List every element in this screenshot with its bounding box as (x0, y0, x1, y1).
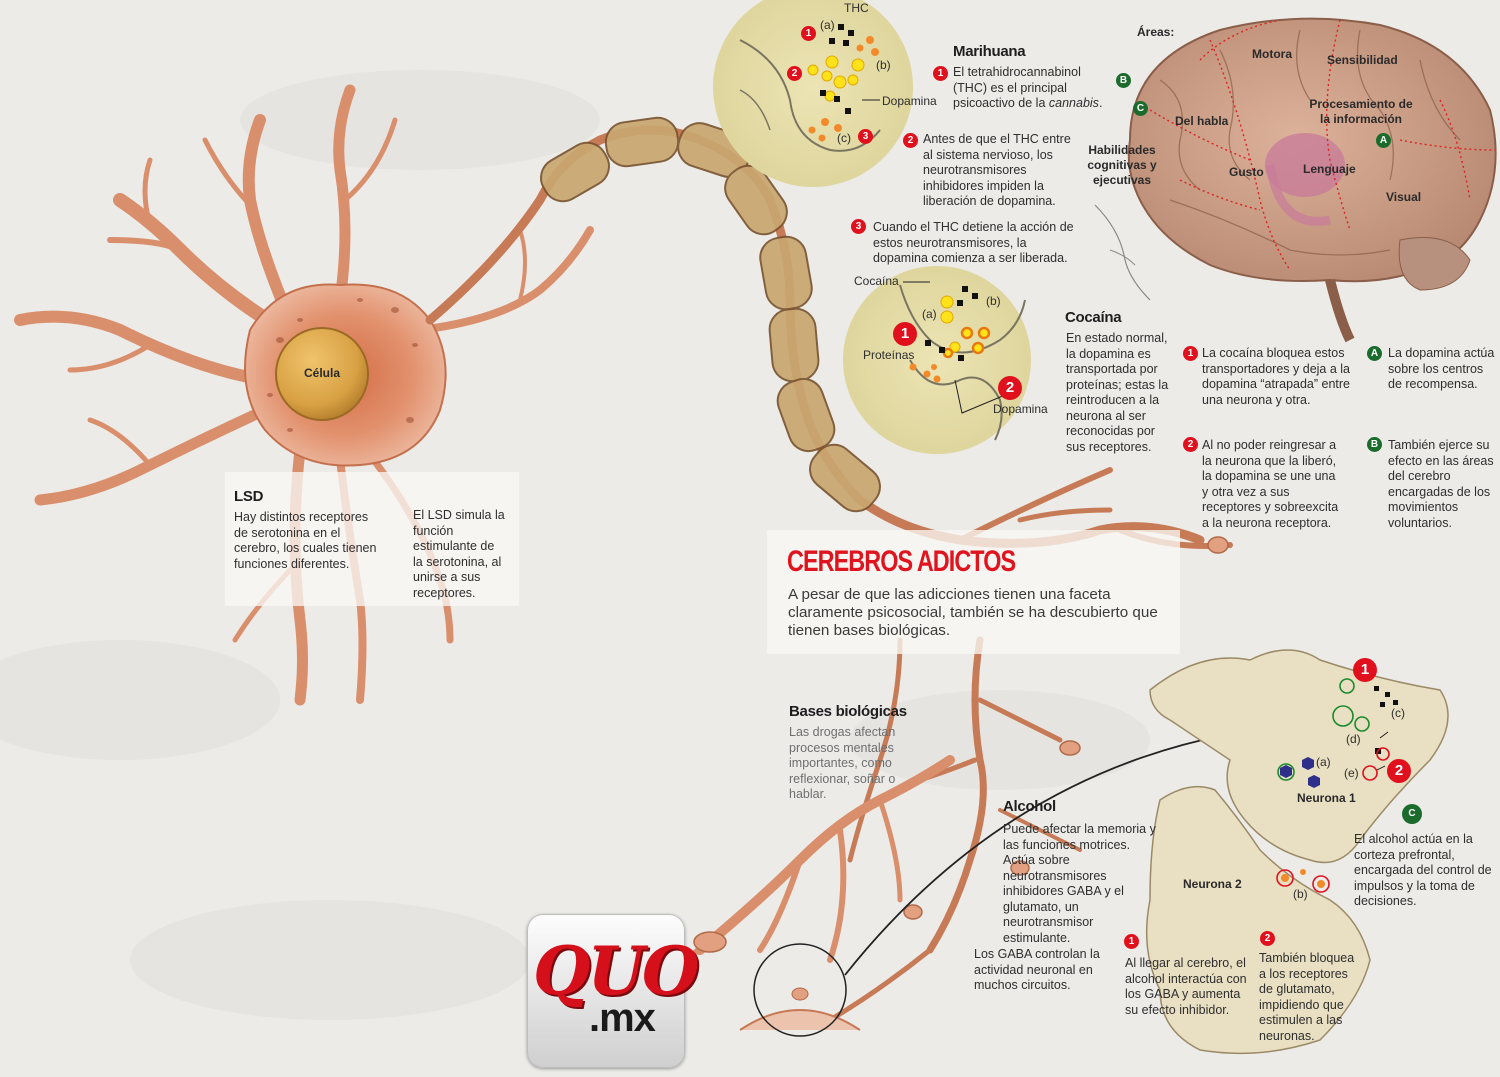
marihuana-dopamina-label: Dopamina (882, 94, 937, 108)
marihuana-step-1-post: . (1098, 96, 1103, 110)
alcohol-step-c: El alcohol actúa en la corteza prefronta… (1354, 832, 1492, 908)
alcohol-step-1: Al llegar al cerebro, el alcohol interac… (1125, 956, 1247, 1017)
marihuana-zoom-badge-1: 1 (801, 26, 816, 41)
cocaina-label-a: (a) (922, 307, 937, 321)
cocaina-badge-2: 2 (1183, 437, 1198, 452)
synapse-circle (739, 727, 1230, 1037)
area-visual: Visual (1386, 190, 1422, 204)
neurona-2-label: Neurona 2 (1183, 877, 1242, 891)
bases-heading: Bases biológicas (789, 703, 907, 720)
area-del-habla: Del habla (1175, 114, 1229, 128)
marihuana-zoom-badge-3: 3 (858, 129, 873, 144)
alcohol-label-e: (e) (1344, 766, 1359, 780)
cocaina-badge-1: 1 (1183, 346, 1198, 361)
alcohol-badge-c: C (1402, 804, 1422, 824)
marihuana-step-1-em: cannabis (1048, 96, 1099, 110)
alcohol-zoom-badge-1: 1 (1353, 658, 1377, 682)
marihuana-step-1: El tetrahidrocannabinol (THC) es el prin… (953, 65, 1113, 112)
marihuana-heading: Marihuana (953, 43, 1026, 60)
proteinas-label: Proteínas (863, 348, 915, 362)
lsd-text-1: Hay distintos receptores de serotonina e… (234, 510, 377, 571)
lsd-heading: LSD (234, 488, 264, 505)
cocaina-zoom-badge-2: 2 (998, 376, 1022, 400)
marihuana-label-b: (b) (876, 58, 891, 72)
intro-text: A pesar de que las adicciones tienen una… (788, 586, 1158, 639)
lsd-panel (225, 472, 519, 606)
cocaina-intro: En estado normal, la dopamina es transpo… (1066, 331, 1169, 454)
alcohol-label-d: (d) (1346, 732, 1361, 746)
neurona-1-label: Neurona 1 (1297, 791, 1356, 805)
title-panel (767, 530, 1180, 654)
marihuana-step-3: Cuando el THC detiene la acción de estos… (873, 220, 1074, 265)
thc-label: THC (844, 1, 869, 15)
area-sensibilidad: Sensibilidad (1327, 53, 1398, 67)
alcohol-text-2: Los GABA controlan la actividad neuronal… (974, 947, 1100, 992)
marihuana-badge-1: 1 (933, 66, 948, 81)
axon-terminals (827, 467, 1233, 1023)
area-gusto: Gusto (1229, 165, 1264, 179)
page-title: CEREBROS ADICTOS (787, 545, 1016, 578)
cocaina-step-1: La cocaína bloquea estos transportadores… (1202, 346, 1351, 407)
alcohol-label-a: (a) (1316, 755, 1331, 769)
cocaina-step-2: Al no poder reingresar a la neurona que … (1202, 438, 1339, 530)
cocaina-step-a: La dopamina actúa sobre los centros de r… (1388, 346, 1495, 391)
brain-marker-b: B (1116, 73, 1131, 88)
quo-logo[interactable]: QUO .mx (527, 914, 700, 1068)
nucleus (275, 327, 369, 421)
alcohol-step-2: También bloquea a los receptores de glut… (1259, 951, 1355, 1043)
bases-text: Las drogas afectan procesos mentales imp… (789, 725, 896, 801)
area-habilidades: Habilidades cognitivas y ejecutivas (1087, 143, 1157, 187)
brain-marker-c: C (1133, 101, 1148, 116)
cocaina-label-b: (b) (986, 294, 1001, 308)
brain (1094, 17, 1497, 343)
alcohol-zoom-badge-2: 2 (1387, 759, 1411, 783)
marihuana-label-c: (c) (837, 131, 851, 145)
area-lenguaje: Lenguaje (1303, 162, 1356, 176)
alcohol-badge-1: 1 (1124, 934, 1139, 949)
logo-mx-text: .mx (589, 996, 656, 1040)
alcohol-text-1: Puede afectar la memoria y las funciones… (1003, 822, 1156, 945)
alcohol-synapse (1145, 649, 1449, 1055)
area-motora: Motora (1252, 47, 1292, 61)
alcohol-badge-2: 2 (1260, 931, 1275, 946)
cocaina-heading: Cocaína (1065, 309, 1122, 326)
cocaina-step-b: También ejerce su efecto en las áreas de… (1388, 438, 1494, 530)
marihuana-label-a: (a) (820, 18, 835, 32)
cocaina-zoom-badge-1: 1 (893, 322, 917, 346)
brain-marker-a: A (1376, 133, 1391, 148)
lsd-text-2: El LSD simula la función estimulante de … (413, 508, 505, 600)
marihuana-badge-3: 3 (851, 219, 866, 234)
cocaina-label: Cocaína (854, 274, 899, 288)
alcohol-heading: Alcohol (1003, 798, 1056, 815)
logo-quo-text: QUO (533, 932, 700, 1010)
area-procesamiento: Procesamiento de la información (1309, 97, 1413, 126)
cocaina-zoom (843, 266, 1031, 454)
alcohol-label-b: (b) (1293, 887, 1308, 901)
areas-label: Áreas: (1137, 25, 1175, 39)
cocaina-badge-a: A (1367, 346, 1382, 361)
cell-label: Célula (304, 366, 341, 380)
alcohol-label-c: (c) (1391, 706, 1405, 720)
marihuana-zoom-badge-2: 2 (787, 66, 802, 81)
cocaina-badge-b: B (1367, 437, 1382, 452)
marihuana-step-1-pre: El tetrahidrocannabinol (THC) es el prin… (953, 65, 1081, 110)
marihuana-badge-2: 2 (903, 133, 918, 148)
marihuana-step-2: Antes de que el THC entre al sistema ner… (923, 132, 1071, 208)
cocaina-dopamina-label: Dopamina (993, 402, 1048, 416)
